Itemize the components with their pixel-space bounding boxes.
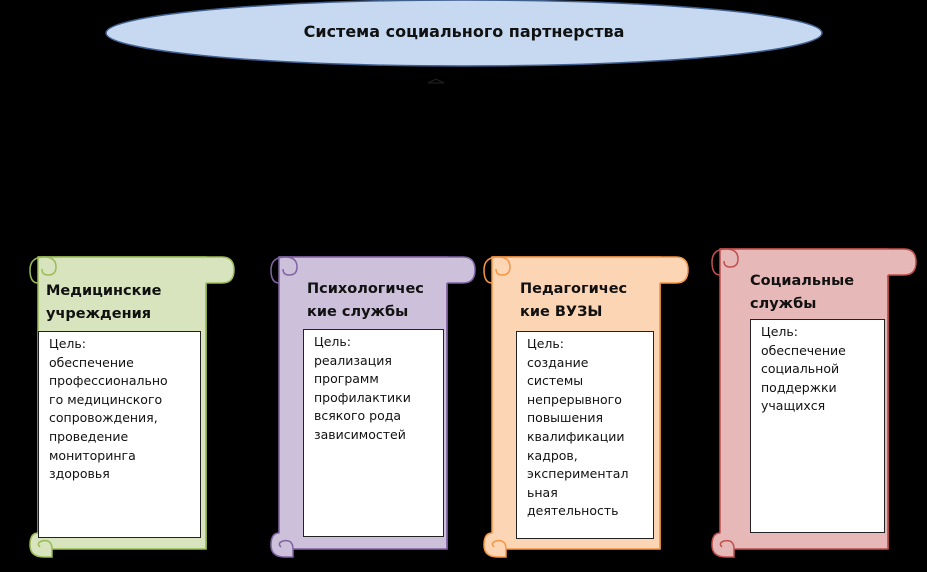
node-title: Медицинские учреждения bbox=[46, 283, 162, 322]
node-description: Цель: создание системы непрерывного повы… bbox=[516, 331, 654, 539]
node-title: Психологичес кие службы bbox=[307, 281, 424, 320]
node-description: Цель: обеспечение социальной поддержки у… bbox=[750, 319, 885, 533]
scroll-node-psych: Психологичес кие службы Цель: реализация… bbox=[270, 243, 477, 563]
scroll-node-pedagog: Педагогичес кие ВУЗЫ Цель: создание сист… bbox=[483, 243, 690, 563]
node-description: Цель: реализация программ профилактики в… bbox=[303, 329, 444, 537]
root-ellipse bbox=[105, 0, 823, 84]
node-title: Социальные службы bbox=[750, 273, 855, 312]
scroll-node-social: Социальные службы Цель: обеспечение соци… bbox=[711, 235, 918, 563]
node-description: Цель: обеспечение профессионально го мед… bbox=[38, 331, 201, 538]
root-node: Система социального партнерства bbox=[0, 0, 927, 140]
scroll-node-medical: Медицинские учреждения Цель: обеспечение… bbox=[29, 243, 236, 563]
node-title: Педагогичес кие ВУЗЫ bbox=[520, 281, 628, 320]
root-title: Система социального партнерства bbox=[303, 22, 625, 41]
